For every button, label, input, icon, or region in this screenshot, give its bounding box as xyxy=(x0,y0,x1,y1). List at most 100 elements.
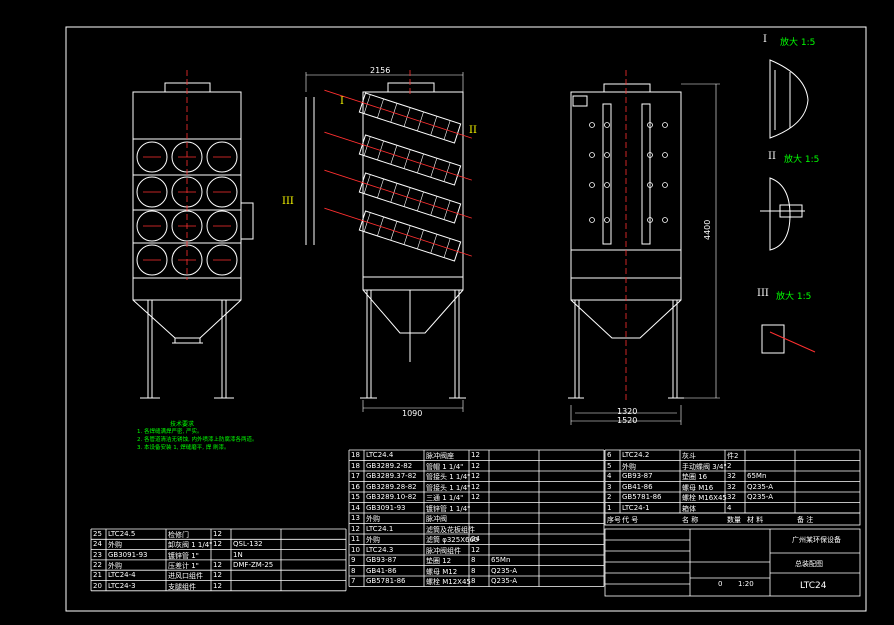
bom-mid-cell: 12 xyxy=(471,451,480,459)
bom-header-cell: 名 称 xyxy=(682,516,699,524)
tech-notes-list: 1. 各焊缝满焊严密, 严实。 2. 各管道清洁无锈蚀, 内外喷漆上防腐漆各两道… xyxy=(137,428,258,452)
bom-mid-cell: 三通 1 1/4" xyxy=(426,494,464,502)
nozzle xyxy=(604,217,610,223)
bom-mid-cell: GB41-86 xyxy=(366,566,397,575)
bom-mid-cell: 10 xyxy=(351,545,360,554)
bom-mid-cell: 12 xyxy=(471,493,480,501)
bom-header-cell: 备 注 xyxy=(797,516,814,524)
bom-mid-cell: 24 xyxy=(471,535,480,543)
dim-mid-base: 1090 xyxy=(402,409,423,418)
marker-III: III xyxy=(282,196,294,207)
bom-mid-cell: 外购 xyxy=(366,515,380,523)
bom-mid-cell: 8 xyxy=(471,556,476,564)
end-view xyxy=(568,83,720,425)
bom-header-cell: 数量 xyxy=(727,516,741,524)
filter-cartridge xyxy=(206,210,238,242)
bom-header-row xyxy=(604,512,861,526)
nozzle xyxy=(647,152,653,158)
bom-mid-cell: LTC24.3 xyxy=(366,545,394,554)
bom-left-cell: 12 xyxy=(213,560,222,569)
bom-mid-cell: 滤筒 φ325X660 xyxy=(426,536,479,544)
detail-I-label: 放大 1:5 xyxy=(780,38,816,48)
bom-mid-cell: 外购 xyxy=(366,536,380,544)
bom-left-cell: 21 xyxy=(93,571,102,580)
bom-mid-cell: 11 xyxy=(351,535,360,543)
bom-right-cell: 螺栓 M16X45 xyxy=(682,494,727,502)
detail-I-roman: I xyxy=(763,34,767,45)
nozzle xyxy=(647,182,653,188)
filter-cartridge xyxy=(136,176,168,208)
nozzle xyxy=(662,182,668,188)
dim-top-width: 2156 xyxy=(370,66,391,75)
tech-note-line: 2. 各管道清洁无锈蚀, 内外喷漆上防腐漆各两道。 xyxy=(137,437,258,443)
filter-cartridge xyxy=(206,176,238,208)
bom-right-cell: Q235-A xyxy=(747,482,774,491)
bom-mid-cell: 13 xyxy=(351,514,360,522)
title-scale: 1:20 xyxy=(738,580,754,588)
bom-right-cell: 外购 xyxy=(622,462,636,471)
bom-mid-cell: 镀锌管 1 1/4" xyxy=(426,504,471,513)
nozzle xyxy=(662,217,668,223)
bom-left-cell: 进风口组件 xyxy=(168,572,203,581)
bom-right-cell: GB5781-86 xyxy=(622,493,662,501)
bom-left-cell: 22 xyxy=(93,560,102,569)
inclined-filter-cartridges xyxy=(324,89,472,262)
bom-right-cell: 32 xyxy=(727,482,736,491)
title-block xyxy=(604,528,861,597)
bom-left-cell: 12 xyxy=(213,540,222,549)
nozzle xyxy=(647,122,653,128)
bom-right-cell: Q235-A xyxy=(747,493,774,501)
nozzle xyxy=(589,152,595,158)
bom-right-cell: 件2 xyxy=(727,452,739,460)
bom-mid-cell: 脉冲阀座 xyxy=(426,452,454,460)
bom-left-cell: 24 xyxy=(93,540,102,549)
marker-II: II xyxy=(469,125,477,136)
bom-right-cell: 3 xyxy=(607,482,612,491)
bom-mid-cell: Q235-A xyxy=(491,577,518,585)
bom-left-cell: 23 xyxy=(93,550,102,559)
bom-left-cell: 25 xyxy=(93,530,102,538)
bom-mid-cell: 管帽 1 1/4" xyxy=(426,462,464,471)
bom-mid-cell: 65Mn xyxy=(491,556,511,564)
detail-III-roman: III xyxy=(757,288,769,299)
bom-mid-cell: 螺栓 M12X45 xyxy=(426,578,471,586)
nozzle xyxy=(604,182,610,188)
bom-left-cell: 12 xyxy=(213,530,222,538)
bom-left-cell: 压差计 1" xyxy=(168,561,199,570)
bom-header-cell: 材 料 xyxy=(747,516,764,524)
bom-mid-cell: 管接头 1 1/4" xyxy=(426,483,471,492)
bom-left-cell: GB3091-93 xyxy=(108,550,148,559)
bom-right-cell: 32 xyxy=(727,493,736,501)
bom-mid-cell: 脉冲阀 xyxy=(426,515,447,523)
bom-mid-cell: GB3289.2-82 xyxy=(366,461,413,470)
bom-left-cell: 支腿组件 xyxy=(168,582,196,591)
bom-right-cell: 2 xyxy=(607,493,612,501)
sheet-border xyxy=(65,26,867,612)
title-sheet: 0 xyxy=(718,580,723,588)
bom-mid-cell: 螺母 M12 xyxy=(426,567,458,576)
bom-right-cell: 6 xyxy=(607,451,612,459)
bom-left-cell: DMF-ZM-25 xyxy=(233,560,274,569)
bom-left-cell: 卸灰阀 1 1/4" xyxy=(168,541,213,550)
tech-note-line: 3. 本设备安装 1, 焊缝磨平, 焊 刷漆。 xyxy=(137,445,230,451)
dim-right-base2: 1520 xyxy=(617,416,638,425)
bom-left-cell: LTC24-4 xyxy=(108,571,136,580)
nozzle xyxy=(662,122,668,128)
bom-mid-cell: 12 xyxy=(471,461,480,470)
bom-mid-cell: 垫圈 12 xyxy=(426,557,452,565)
nozzle xyxy=(604,122,610,128)
inclined-cartridge xyxy=(324,131,472,186)
bom-mid-cell: 17 xyxy=(351,472,360,480)
bom-right-cell: GB41-86 xyxy=(622,482,653,491)
filter-cartridge xyxy=(136,210,168,242)
side-view xyxy=(305,72,466,412)
marker-I: I xyxy=(340,96,344,107)
bom-left-cell: 12 xyxy=(213,571,222,580)
bom-right-cell: 5 xyxy=(607,461,612,470)
bom-mid-cell: 8 xyxy=(351,566,356,575)
detail-II-label: 放大 1:5 xyxy=(784,155,820,165)
bom-header-cell: 代 号 xyxy=(622,516,639,524)
bom-mid-cell: 12 xyxy=(471,545,480,554)
bom-right-cell: 1 xyxy=(607,503,612,512)
